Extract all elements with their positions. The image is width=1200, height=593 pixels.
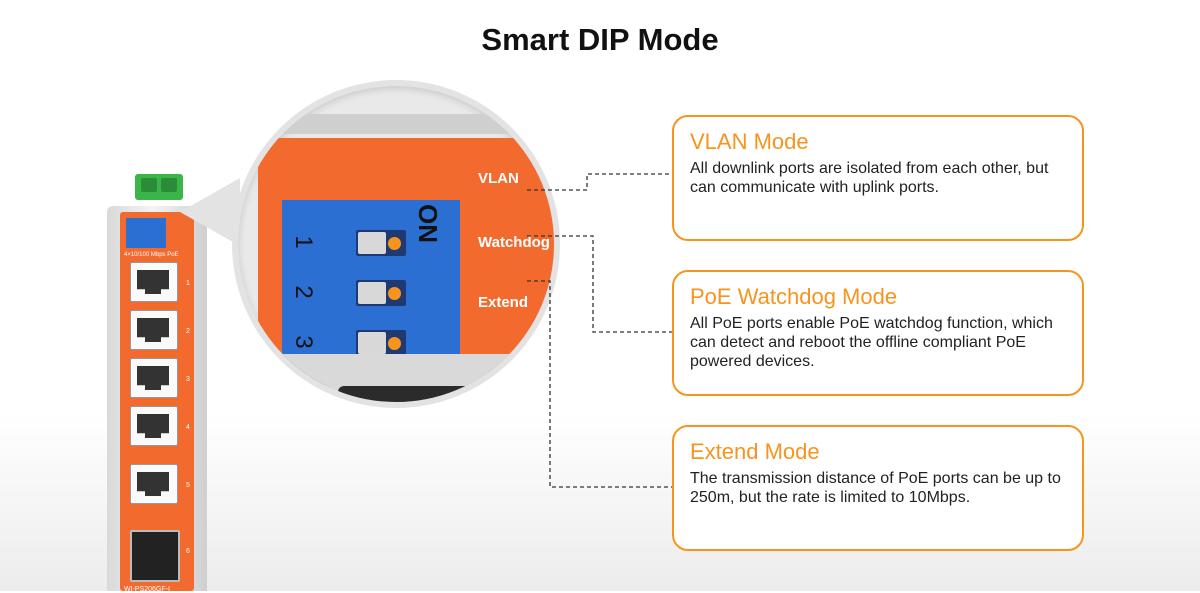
mode-title: PoE Watchdog Mode <box>690 284 898 309</box>
port-number: 6 <box>186 548 190 555</box>
led-dot-icon <box>388 337 401 350</box>
connector-watchdog <box>527 235 672 333</box>
zoom-pointer <box>180 178 240 246</box>
dip-knob <box>358 232 386 254</box>
port-number: 5 <box>186 482 190 489</box>
connector-vlan <box>527 173 672 191</box>
zoom-slot <box>338 386 498 402</box>
port-number: 1 <box>186 280 190 287</box>
zoom-top-rail <box>238 114 554 134</box>
switch-device: 4×10/100 Mbps PoE 1 2 3 4 5 6 WI-PS206GF… <box>107 200 207 593</box>
mode-title: VLAN Mode <box>690 129 809 154</box>
mode-description: All downlink ports are isolated from eac… <box>690 160 1049 196</box>
switch-label-watchdog: Watchdog <box>478 234 550 251</box>
port-number: 4 <box>186 424 190 431</box>
mode-card-vlan: VLAN Mode All downlink ports are isolate… <box>672 115 1084 241</box>
dip-zoom-circle: 1 2 3 ON VLAN Watchdog Extend 4×10/100 M… <box>232 80 560 408</box>
port-number: 3 <box>186 376 190 383</box>
led-dot-icon <box>388 287 401 300</box>
rj45-port <box>130 310 178 350</box>
mode-title: Extend Mode <box>690 439 820 464</box>
port-number: 2 <box>186 328 190 335</box>
mini-dip-switch <box>126 218 166 248</box>
sfp-port <box>130 530 180 582</box>
switch-label-extend: Extend <box>478 294 529 311</box>
mode-description: All PoE ports enable PoE watchdog functi… <box>690 315 1053 370</box>
mode-card-watchdog: PoE Watchdog Mode All PoE ports enable P… <box>672 270 1084 396</box>
connector-extend <box>527 280 672 488</box>
mode-card-extend: Extend Mode The transmission distance of… <box>672 425 1084 551</box>
dip-knob <box>358 282 386 304</box>
power-terminal <box>135 174 183 200</box>
mode-description: The transmission distance of PoE ports c… <box>690 470 1061 506</box>
device-model: WI-PS206GF-I <box>124 586 170 593</box>
dip-switch-2 <box>356 280 406 306</box>
dip-switch-3 <box>356 330 406 356</box>
dip-knob <box>358 332 386 354</box>
rj45-port <box>130 262 178 302</box>
switch-label-vlan: VLAN <box>478 170 519 187</box>
led-dot-icon <box>388 237 401 250</box>
mini-ports-label: 4×10/100 Mbps PoE <box>124 252 179 258</box>
device-front-panel: 4×10/100 Mbps PoE 1 2 3 4 5 6 WI-PS206GF… <box>120 212 194 593</box>
rj45-port <box>130 406 178 446</box>
page-title: Smart DIP Mode <box>481 22 719 57</box>
rj45-port <box>130 464 178 504</box>
dip-switch-1 <box>356 230 406 256</box>
rj45-port <box>130 358 178 398</box>
